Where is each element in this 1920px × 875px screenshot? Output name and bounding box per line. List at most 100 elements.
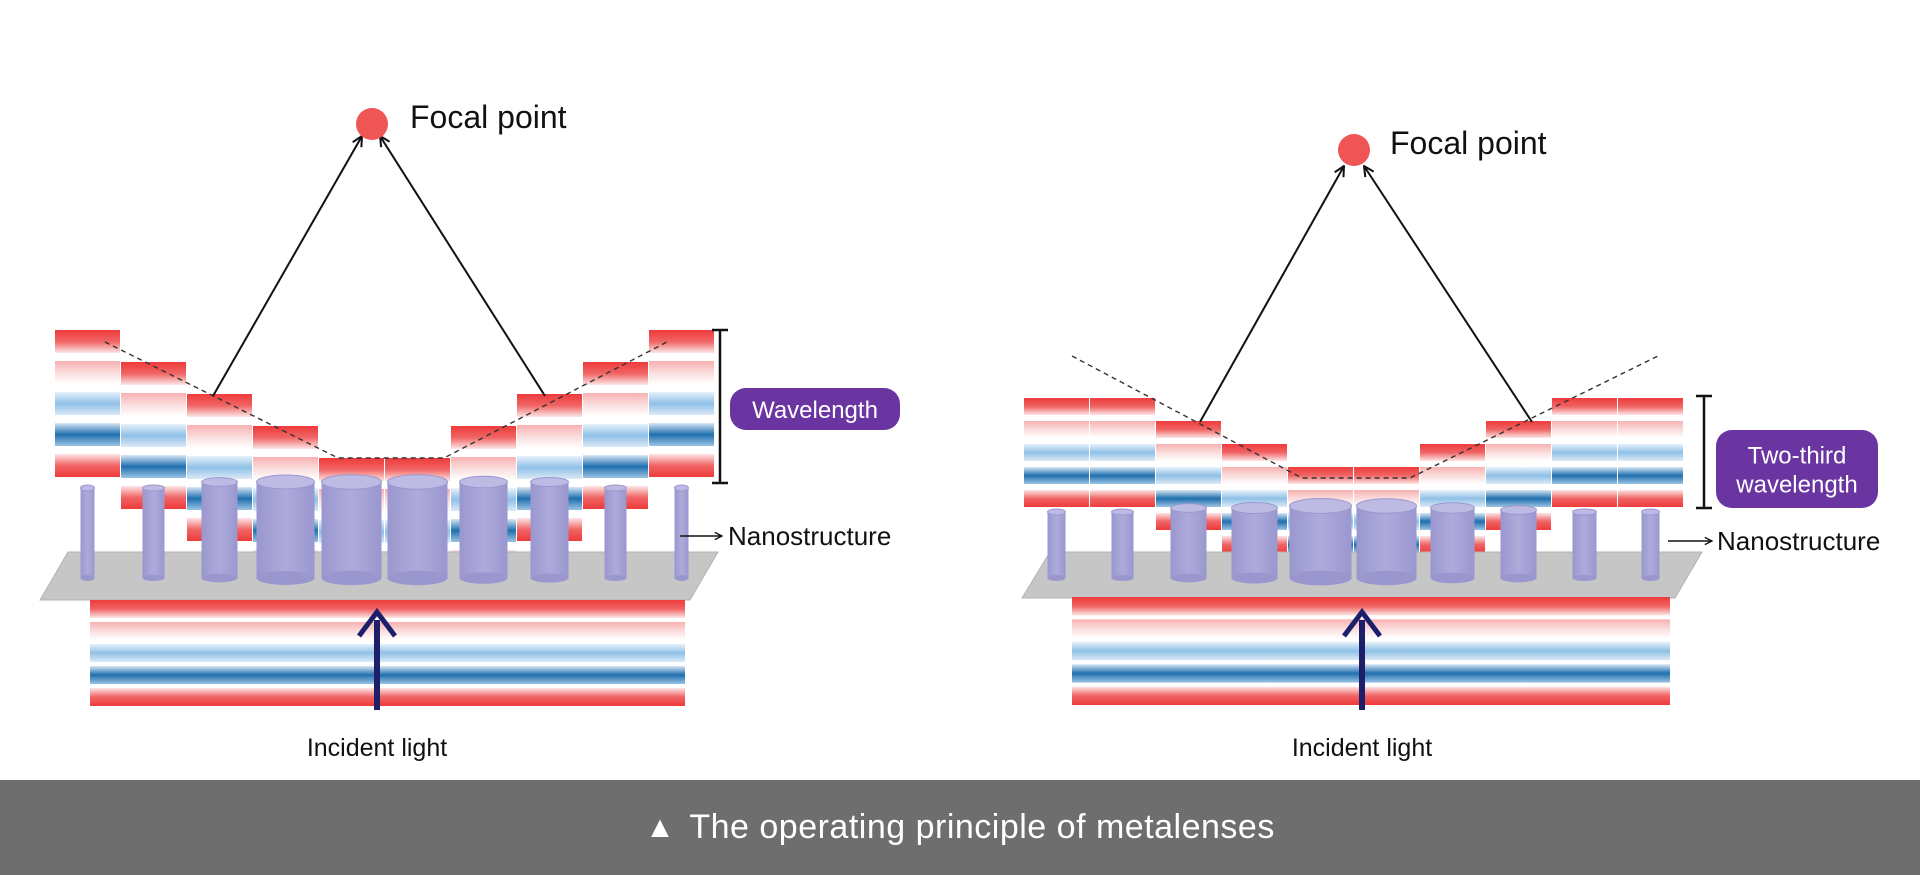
ray-left-arrow <box>212 136 362 397</box>
wave-stripe <box>451 426 516 449</box>
caption-bar: ▲ The operating principle of metalenses <box>0 780 1920 875</box>
wavefront-column <box>121 362 186 509</box>
wave-stripe <box>1024 421 1089 438</box>
beam-stripe <box>90 688 685 706</box>
incident-light-label: Incident light <box>1292 734 1432 762</box>
wave-stripe <box>583 424 648 447</box>
nanostructure-pillars <box>80 474 689 586</box>
beam-stripe <box>90 622 685 640</box>
wave-stripe <box>1552 444 1617 461</box>
wave-stripe <box>1618 444 1683 461</box>
wave-stripe <box>55 330 120 353</box>
wavelength-badge-text: wavelength <box>1735 472 1857 499</box>
wave-stripe <box>1024 398 1089 415</box>
wave-stripe <box>1618 398 1683 415</box>
wave-stripe <box>1090 490 1155 507</box>
wave-stripe <box>649 454 714 477</box>
wave-stripe <box>1024 490 1089 507</box>
wave-stripe <box>517 425 582 448</box>
wave-stripe <box>1156 467 1221 484</box>
beam-stripe <box>1072 664 1670 683</box>
wavelength-badge-text: Wavelength <box>752 397 878 424</box>
nanopillar <box>1047 508 1066 581</box>
wave-stripe <box>1552 490 1617 507</box>
wave-stripe <box>253 457 318 480</box>
beam-stripe <box>1072 619 1670 638</box>
wave-stripe <box>1486 467 1551 484</box>
wavefront-column <box>1618 398 1683 507</box>
wave-stripe <box>1090 421 1155 438</box>
nanopillar <box>1231 501 1278 584</box>
wave-stripe <box>121 424 186 447</box>
wavelength-badge <box>730 388 900 430</box>
wave-stripe <box>55 454 120 477</box>
wave-stripe <box>649 392 714 415</box>
beam-stripe <box>90 600 685 618</box>
wave-stripe <box>451 457 516 480</box>
beam-stripe <box>1072 686 1670 705</box>
beam-stripe <box>90 666 685 684</box>
focal-point-dot <box>1338 134 1370 166</box>
wave-stripe <box>1552 467 1617 484</box>
wave-stripe <box>1288 467 1353 484</box>
nanopillar <box>321 474 382 586</box>
wave-stripe <box>1024 467 1089 484</box>
wave-stripe <box>1156 421 1221 438</box>
wave-stripe <box>583 362 648 385</box>
wave-stripe <box>517 456 582 479</box>
nanopillar <box>1289 498 1352 586</box>
wave-stripe <box>55 392 120 415</box>
focal-point-label: Focal point <box>410 99 567 135</box>
wave-stripe <box>1156 444 1221 461</box>
wave-stripe <box>187 456 252 479</box>
nanopillar <box>459 475 508 584</box>
wave-stripe <box>1222 444 1287 461</box>
wave-stripe <box>1552 421 1617 438</box>
wave-stripe <box>1156 490 1221 507</box>
wave-stripe <box>253 426 318 449</box>
nanopillar <box>1111 508 1134 581</box>
wave-stripe <box>1552 398 1617 415</box>
nanostructure-pillars <box>1047 498 1660 586</box>
nanopillar <box>604 484 627 581</box>
wavefront-column <box>1552 398 1617 507</box>
wavefront-column <box>55 330 120 477</box>
wave-stripe <box>1420 467 1485 484</box>
wave-stripe <box>1090 398 1155 415</box>
nanopillar <box>256 474 315 585</box>
nanopillar <box>530 476 569 583</box>
wavefront-column <box>583 362 648 509</box>
wavefront-column <box>649 330 714 477</box>
wave-stripe <box>121 393 186 416</box>
wavelength-bracket <box>712 328 728 485</box>
nanostructure-label: Nanostructure <box>1717 526 1880 556</box>
wave-stripe <box>1090 444 1155 461</box>
phase-envelope-dashed-line <box>1071 355 1659 479</box>
nanopillar <box>1572 508 1597 581</box>
phase-envelope-dashed-line <box>104 341 668 459</box>
ray-right-arrow <box>1364 166 1533 423</box>
wave-stripe <box>649 361 714 384</box>
beam-stripe <box>1072 641 1670 661</box>
wave-stripe <box>55 423 120 446</box>
wave-stripe <box>1618 490 1683 507</box>
triangle-icon: ▲ <box>645 810 676 844</box>
focal-point-label: Focal point <box>1390 125 1547 161</box>
wave-stripe <box>121 362 186 385</box>
nanopillar <box>1430 502 1475 584</box>
wave-stripe <box>187 394 252 417</box>
wave-stripe <box>517 394 582 417</box>
wave-stripe <box>1354 467 1419 484</box>
nanopillar <box>1500 505 1537 583</box>
wavefront-column <box>1090 398 1155 507</box>
wave-stripe <box>121 455 186 478</box>
wave-stripe <box>1420 444 1485 461</box>
wave-stripe <box>649 423 714 446</box>
wave-stripe <box>1486 444 1551 461</box>
caption-text: The operating principle of metalenses <box>689 808 1275 846</box>
wave-stripe <box>1222 467 1287 484</box>
wave-stripe <box>1024 444 1089 461</box>
beam-stripe <box>1072 597 1670 616</box>
